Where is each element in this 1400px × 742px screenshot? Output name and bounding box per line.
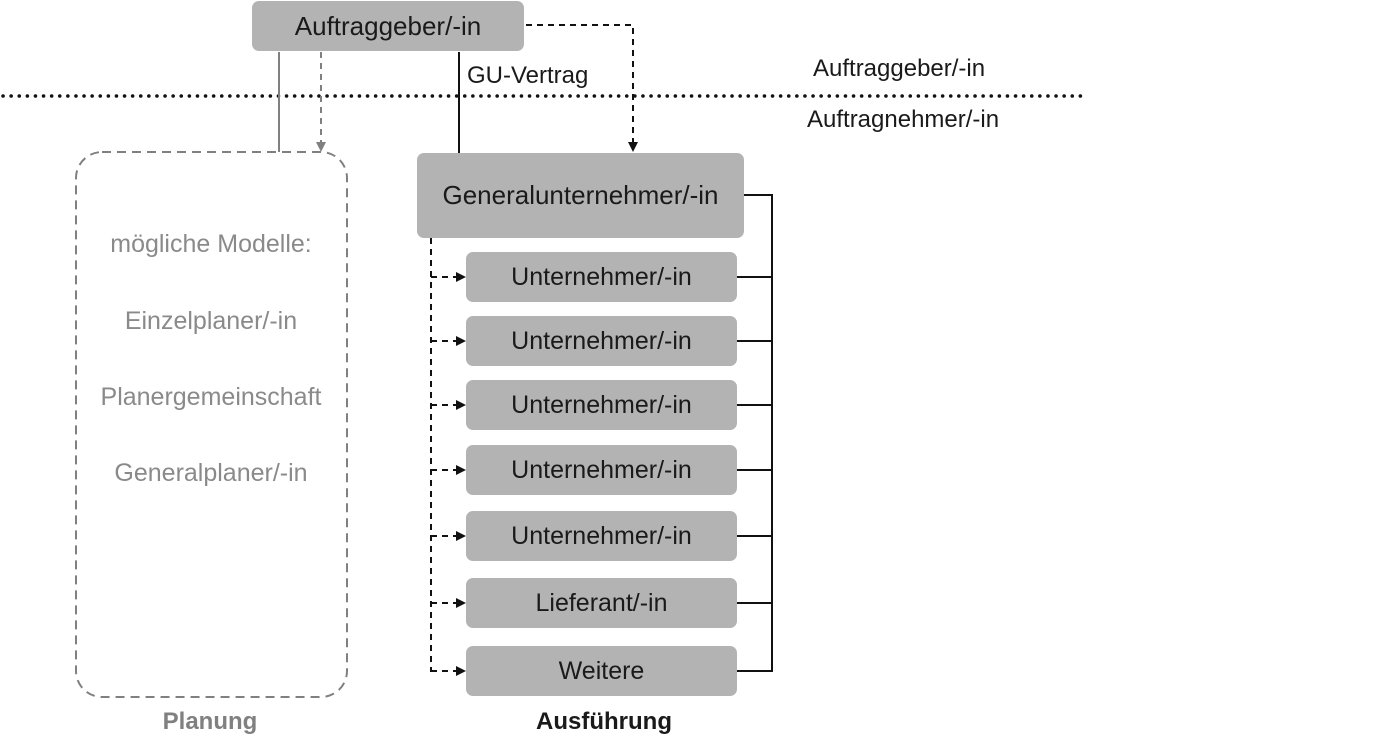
- subcontractor-box: Unternehmer/-in: [466, 445, 737, 495]
- subcontractor-box: Lieferant/-in: [466, 578, 737, 628]
- client-gc-dashed-arrow: [526, 24, 638, 152]
- client-box: Auftraggeber/-in: [252, 1, 524, 51]
- planning-container: [75, 151, 348, 698]
- boundary-upper-label: Auftraggeber/-in: [813, 55, 986, 82]
- boundary-lower-label: Auftragnehmer/-in: [807, 106, 1000, 133]
- subcontractor-box: Unternehmer/-in: [466, 316, 737, 366]
- execution-caption: Ausführung: [536, 708, 672, 735]
- subcontractor-box: Unternehmer/-in: [466, 380, 737, 430]
- planning-model-item: Einzelplaner/-in: [124, 307, 298, 335]
- general-contractor-box: Generalunternehmer/-in: [417, 153, 744, 238]
- subcontractor-box: Unternehmer/-in: [466, 511, 737, 561]
- subcontractor-box: Weitere: [466, 646, 737, 696]
- planning-caption: Planung: [162, 708, 258, 735]
- gu-contract-label: GU-Vertrag: [467, 62, 589, 89]
- planning-model-item: Planergemeinschaft: [100, 383, 322, 411]
- subcontractor-box: Unternehmer/-in: [466, 252, 737, 302]
- planning-model-item: Generalplaner/-in: [114, 459, 308, 487]
- planning-heading: mögliche Modelle:: [110, 230, 312, 258]
